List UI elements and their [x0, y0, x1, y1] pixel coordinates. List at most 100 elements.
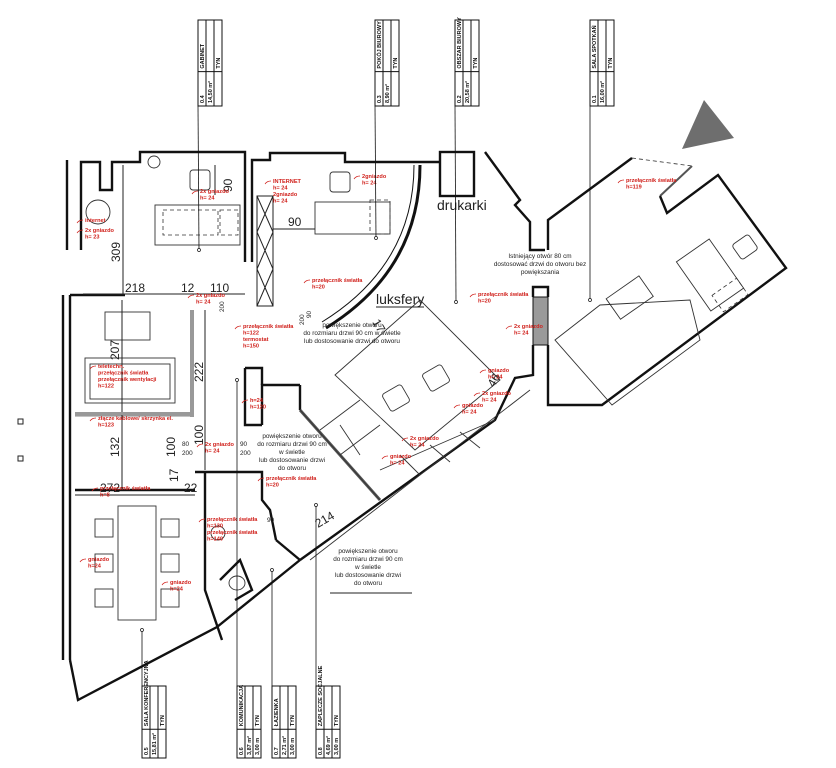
annotation-line: h=20 — [478, 299, 491, 305]
annotation-line: h= 24 — [482, 398, 497, 404]
dimension-90: 90 — [240, 441, 248, 448]
annotation-line: termostat — [243, 337, 269, 343]
outlet-symbol-icon — [257, 477, 265, 482]
annotation-line: h=24 — [170, 587, 184, 593]
annotation-line: przełącznik światła — [207, 517, 258, 523]
note-line: powiększenie otworu — [338, 548, 398, 555]
room-area: 2,71 m² — [281, 736, 288, 755]
annotation-line: h=122 — [98, 384, 114, 390]
room-area: 3,87 m² — [246, 736, 253, 755]
walls — [61, 150, 788, 702]
room-area: 15,81 m² — [151, 733, 158, 755]
dimension-lines — [75, 165, 315, 496]
annotation-line: przełącznik światła — [312, 278, 363, 284]
annotation-line: gniazdo — [390, 454, 412, 460]
leader-line — [454, 105, 457, 303]
furniture — [84, 155, 758, 621]
room-number: 0.7 — [274, 747, 280, 755]
annotation-line: h= 24 — [200, 196, 215, 202]
room-area: 20,58 m² — [464, 81, 471, 103]
annotation-line: h=120 — [250, 405, 266, 411]
outlet-symbol-icon — [353, 175, 361, 180]
annotation-line: h=130 — [207, 524, 223, 530]
annotation-line: gniazdo — [88, 557, 110, 563]
leader-dot — [140, 628, 144, 632]
outlet-symbol-icon — [479, 369, 487, 374]
note-line: dostosować drzwi do otworu bez — [494, 261, 586, 268]
dimension-132: 132 — [108, 437, 122, 457]
leader-line — [197, 105, 200, 251]
room-finish: TYN — [216, 58, 222, 69]
dimension-90: 90 — [288, 215, 302, 229]
annotation-line: 2gniazdo — [362, 174, 387, 180]
annotation-line: przełącznik światła — [207, 530, 258, 536]
room-finish: TYN — [608, 58, 614, 69]
leader-dot — [314, 503, 318, 507]
annotation-line: przełącznik światła — [100, 486, 151, 492]
outlet-symbol-icon — [469, 293, 477, 298]
dimension-100: 100 — [192, 425, 206, 445]
annotation-line: przełącznik światła — [243, 324, 294, 330]
annotation-line: h= 24 — [273, 186, 288, 192]
dimension-222: 222 — [192, 362, 206, 382]
annotation-line: h=123 — [98, 423, 114, 429]
outlet-symbol-icon — [234, 325, 242, 330]
annotation-line: h=150 — [243, 344, 259, 350]
annotation-line: INTERNET — [273, 179, 302, 185]
outlet-symbol-icon — [381, 455, 389, 460]
dimension-309: 309 — [109, 242, 123, 262]
dimension-17: 17 — [167, 468, 181, 482]
north-arrow-icon — [682, 100, 734, 149]
annotation-line: przełącznik światła — [478, 292, 529, 298]
annotation-line: h= 24 — [390, 461, 405, 467]
room-finish: TYN — [290, 715, 296, 726]
annotation-line: h= 24 — [488, 375, 503, 381]
room-finish: TYN — [160, 715, 166, 726]
dimension-200: 200 — [219, 301, 226, 312]
note-line: lub dostosowanie drzwi do otworu — [304, 338, 400, 345]
label-glass-blocks: luksfery — [376, 291, 424, 307]
room-name: POKÓJ BIUROWY — [375, 21, 383, 69]
note-line: do otworu — [278, 465, 307, 472]
room-name: SALA SPOTKAŃ — [590, 25, 598, 68]
room-number: 0.3 — [377, 95, 383, 103]
note-line: powiększenie otworu — [322, 322, 382, 329]
annotation-line: gniazdo — [462, 403, 484, 409]
dimension-90: 90 — [306, 310, 313, 318]
dimension-218: 218 — [125, 281, 145, 295]
outlet-symbol-icon — [401, 437, 409, 442]
annotation-line: h=24 — [250, 398, 264, 404]
dimension-17: 17 — [369, 317, 388, 336]
room-finish: TYN — [334, 715, 340, 726]
room-finish: TYN — [393, 58, 399, 69]
leader-dot — [374, 236, 378, 240]
annotation-line: h= 24 — [514, 331, 529, 337]
room-number: 0.4 — [200, 94, 206, 103]
leader-dot — [235, 378, 239, 382]
room-area: 14,50 m² — [207, 81, 214, 103]
outlet-symbol-icon — [76, 229, 84, 234]
note-line: lub dostosowanie drzwi — [259, 457, 325, 464]
dimension-200: 200 — [240, 450, 251, 457]
dimension-272: 272 — [100, 481, 120, 495]
annotation-line: 2x gniazdo — [514, 324, 543, 330]
